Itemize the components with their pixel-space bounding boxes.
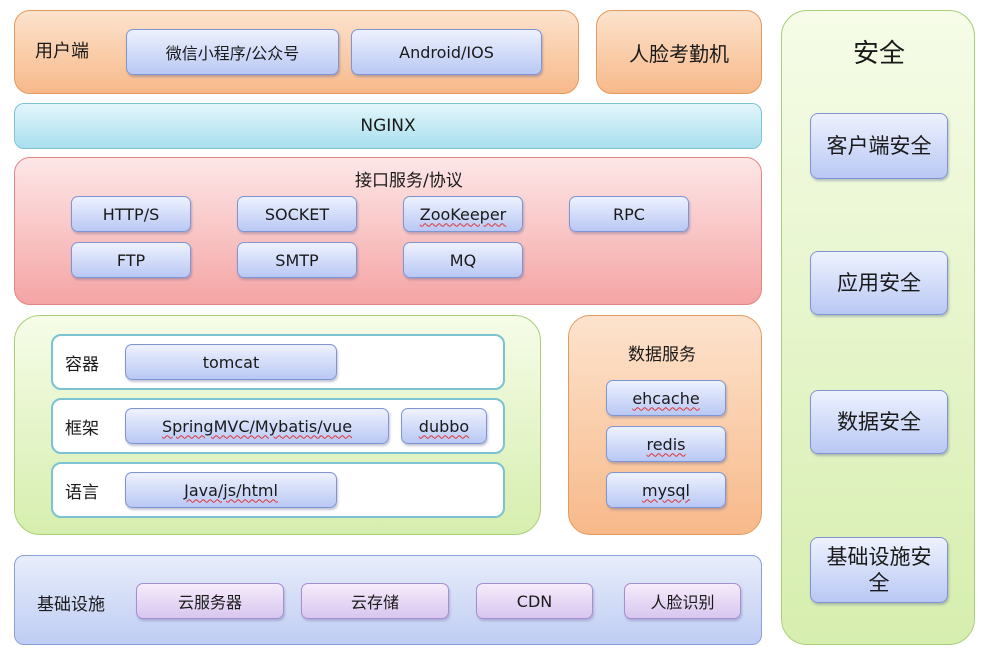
security-column: 安全 客户端安全 应用安全 数据安全 基础设施安全: [781, 10, 975, 645]
redis-box: redis: [606, 426, 726, 462]
java-js-html-box: Java/js/html: [125, 472, 337, 508]
framework-label: 框架: [65, 419, 99, 439]
nginx-layer: NGINX: [14, 103, 762, 149]
application-security-box: 应用安全: [810, 251, 948, 315]
tomcat-box: tomcat: [125, 344, 337, 380]
application-layer: 容器 tomcat 框架 SpringMVC/Mybatis/vue dubbo…: [14, 315, 541, 535]
http-box: HTTP/S: [71, 196, 191, 232]
container-label: 容器: [65, 355, 99, 375]
infrastructure-label: 基础设施: [37, 595, 105, 615]
mq-box: MQ: [403, 242, 523, 278]
client-layer-label: 用户端: [35, 41, 89, 62]
data-service-layer: 数据服务 ehcache redis mysql: [568, 315, 762, 535]
infrastructure-layer: 基础设施 云服务器 云存储 CDN 人脸识别: [14, 555, 762, 645]
face-attendance-label: 人脸考勤机: [629, 41, 729, 66]
face-attendance-box: 人脸考勤机: [596, 10, 762, 94]
ftp-box: FTP: [71, 242, 191, 278]
rpc-box: RPC: [569, 196, 689, 232]
infrastructure-security-box: 基础设施安全: [810, 537, 948, 603]
socket-box: SOCKET: [237, 196, 357, 232]
interface-layer: 接口服务/协议 HTTP/S SOCKET ZooKeeper RPC FTP …: [14, 157, 762, 305]
wechat-miniprogram-box: 微信小程序/公众号: [126, 29, 339, 75]
framework-row: 框架 SpringMVC/Mybatis/vue dubbo: [51, 398, 505, 454]
cdn-box: CDN: [476, 583, 593, 619]
cloud-server-box: 云服务器: [136, 583, 284, 619]
face-recognition-box: 人脸识别: [624, 583, 741, 619]
mysql-box: mysql: [606, 472, 726, 508]
android-ios-box: Android/IOS: [351, 29, 542, 75]
language-row: 语言 Java/js/html: [51, 462, 505, 518]
nginx-label: NGINX: [360, 116, 416, 136]
interface-layer-title: 接口服务/协议: [355, 171, 463, 191]
dubbo-box: dubbo: [401, 408, 487, 444]
container-row: 容器 tomcat: [51, 334, 505, 390]
language-label: 语言: [65, 483, 99, 503]
security-title: 安全: [852, 39, 905, 69]
springmvc-box: SpringMVC/Mybatis/vue: [125, 408, 389, 444]
ehcache-box: ehcache: [606, 380, 726, 416]
cloud-storage-box: 云存储: [301, 583, 449, 619]
client-layer: 用户端 微信小程序/公众号 Android/IOS: [14, 10, 579, 94]
zookeeper-box: ZooKeeper: [403, 196, 523, 232]
smtp-box: SMTP: [237, 242, 357, 278]
data-security-box: 数据安全: [810, 390, 948, 454]
data-service-title: 数据服务: [628, 345, 696, 365]
client-security-box: 客户端安全: [810, 113, 948, 179]
